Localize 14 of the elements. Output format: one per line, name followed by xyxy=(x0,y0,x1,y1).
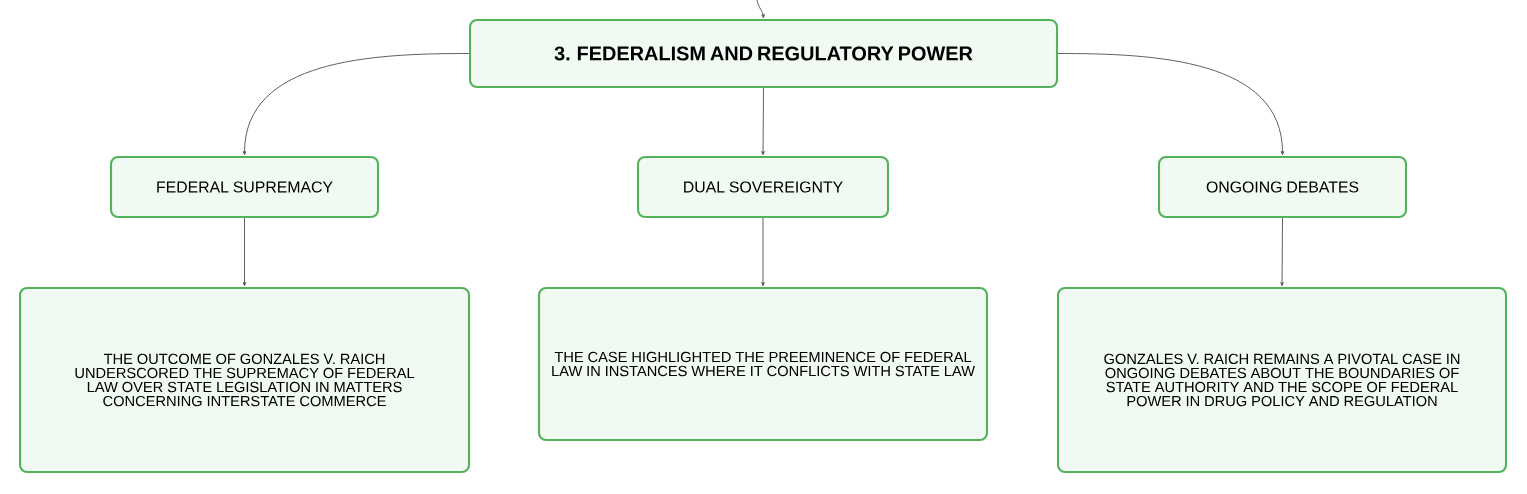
topic-box: 3. FEDERALISM AND REGULATORY POWER xyxy=(468,18,1059,89)
arrow xyxy=(242,53,470,156)
detail-box: THE CASE HIGHLIGHTED THE PREEMINENCE OF FEDERAL LAW IN INSTANCES WHERE IT CONFLICTS WITH STATE LAW xyxy=(537,286,989,442)
arrow xyxy=(242,217,247,287)
detail-box: THE OUTCOME OF GONZALES V. RAICH UNDERSCORED THE SUPREMACY OF FEDERAL LAW OVER STATE LEGISLATION IN MATTERS CONCERNING INTERSTATE COMMERCE xyxy=(18,286,471,474)
arrow xyxy=(761,87,765,156)
arrow xyxy=(761,217,765,287)
arrow xyxy=(1057,53,1285,156)
subtopic-box: DUAL SOVEREIGNTY xyxy=(636,155,890,219)
subtopic-box: FEDERAL SUPREMACY xyxy=(109,155,380,219)
arrow xyxy=(1280,217,1284,287)
detail-box: GONZALES V. RAICH REMAINS A PIVOTAL CASE IN ONGOING DEBATES ABOUT THE BOUNDARIES OF STATE AUTHORITY AND THE SCOPE OF FEDERAL POWER IN DRUG POLICY AND REGULATION xyxy=(1056,286,1508,474)
subtopic-box: ONGOING DEBATES xyxy=(1157,155,1408,219)
arrow xyxy=(756,0,765,19)
